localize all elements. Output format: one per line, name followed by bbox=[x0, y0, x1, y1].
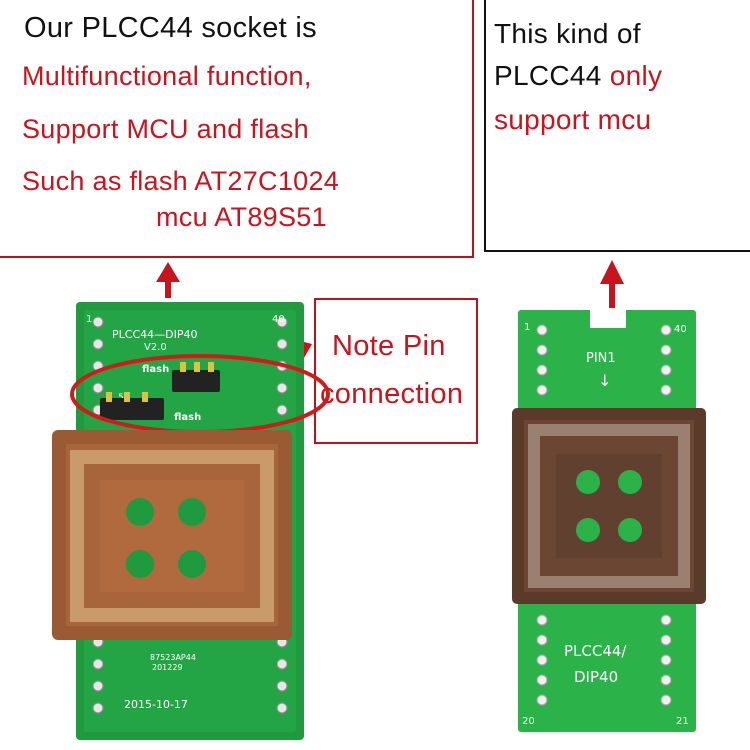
right-adapter-photo: 1 40 PIN1 ↓ PLCC44/ DIP40 20 21 bbox=[512, 310, 706, 732]
right-pin-20-label: 20 bbox=[522, 716, 535, 727]
right-board-label-2: DIP40 bbox=[574, 668, 618, 686]
left-board-date: 2015-10-17 bbox=[124, 698, 188, 711]
right-pin-1-label: 1 bbox=[524, 322, 530, 333]
left-jumper-label-top: flash bbox=[142, 364, 169, 375]
right-pin-40-label: 40 bbox=[674, 324, 687, 335]
left-box-line-5: mcu AT89S51 bbox=[156, 202, 327, 232]
right-box-line-1: This kind of bbox=[494, 18, 641, 49]
right-board-label-1: PLCC44/ bbox=[564, 642, 627, 660]
right-box-line-3: support mcu bbox=[494, 104, 652, 135]
up-arrow-right-icon bbox=[600, 260, 624, 308]
up-arrow-left-icon bbox=[156, 262, 180, 298]
right-pin-21-label: 21 bbox=[676, 716, 689, 727]
right-box-line-2-plcc: PLCC44 bbox=[494, 60, 602, 91]
right-pin1-arrow-icon: ↓ bbox=[598, 371, 611, 390]
left-pin-1-label: 1 bbox=[86, 314, 92, 325]
left-box-line-4: Such as flash AT27C1024 bbox=[22, 166, 340, 196]
left-board-title: PLCC44—DIP40 bbox=[112, 328, 197, 341]
right-box-line-2: PLCC44 only bbox=[494, 60, 662, 92]
left-board-version: V2.0 bbox=[144, 342, 167, 353]
right-pin1-marker: PIN1 bbox=[586, 351, 616, 366]
note-line-1: Note Pin bbox=[332, 330, 446, 362]
left-box-line-3: Support MCU and flash bbox=[22, 114, 309, 144]
left-chip-text-1: 87523AP44 bbox=[150, 653, 196, 662]
left-box-line-1: Our PLCC44 socket is bbox=[24, 12, 317, 44]
left-pin-40-label: 40 bbox=[272, 314, 285, 325]
note-line-2: connection bbox=[320, 378, 464, 410]
left-adapter-photo: 1 40 PLCC44—DIP40 V2.0 flash 51 flash 87… bbox=[52, 302, 330, 740]
note-box: Note Pin connection bbox=[314, 298, 478, 444]
right-box-line-2-only: only bbox=[609, 60, 663, 91]
left-info-box: Our PLCC44 socket is Multifunctional fun… bbox=[0, 0, 474, 258]
left-chip-text-2: 201229 bbox=[152, 663, 183, 672]
left-jumper-label-bottom: flash bbox=[174, 412, 201, 423]
left-box-line-2: Multifunctional function, bbox=[22, 61, 312, 91]
right-info-box: This kind of PLCC44 only support mcu bbox=[484, 0, 750, 252]
